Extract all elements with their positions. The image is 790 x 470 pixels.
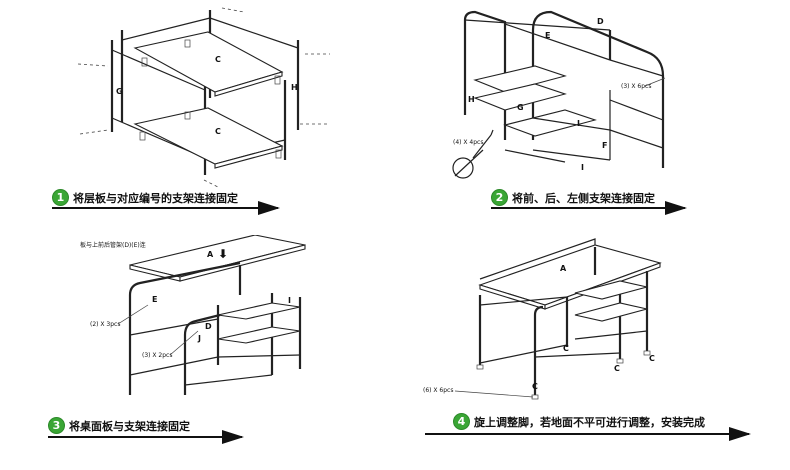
qty-top-note: (3) X 6pcs xyxy=(621,83,652,90)
step-3-panel: ⬇ A E D I J 板与上前后管架(D)(E)连 (2) X 3pcs (3… xyxy=(0,235,395,470)
label-e: E xyxy=(152,295,158,304)
step-3-caption: 3 将桌面板与支架连接固定 xyxy=(48,417,190,434)
step-3-text: 将桌面板与支架连接固定 xyxy=(69,419,190,433)
step-1-drawing xyxy=(77,7,330,189)
label-i-upper: I xyxy=(577,119,580,128)
qty-a-note: (2) X 3pcs xyxy=(90,321,121,328)
label-g: G xyxy=(517,103,524,112)
qty-b-note: (3) X 2pcs xyxy=(142,352,173,359)
label-e: E xyxy=(545,31,551,40)
step-4-caption: 4 旋上调整脚，若地面不平可进行调整，安装完成 xyxy=(453,413,705,430)
label-h: H xyxy=(291,83,298,92)
label-a: A xyxy=(207,250,214,259)
label-h: H xyxy=(468,95,475,104)
label-i-lower: I xyxy=(581,163,584,172)
step-1-badge: 1 xyxy=(52,189,69,206)
step-2-text: 将前、后、左侧支架连接固定 xyxy=(512,191,655,205)
label-d: D xyxy=(597,17,604,26)
step-3-drawing xyxy=(117,235,306,395)
qty-feet-note: (6) X 6pcs xyxy=(423,387,454,394)
label-d: D xyxy=(205,322,212,331)
step-1-arrow xyxy=(52,201,280,215)
label-a: A xyxy=(560,264,567,273)
step-3-badge: 3 xyxy=(48,417,65,434)
qty-screw-note: (4) X 4pcs xyxy=(453,139,484,146)
step-4-drawing xyxy=(454,238,662,400)
label-c-1: C xyxy=(563,344,569,353)
step-3-arrow xyxy=(48,430,244,444)
header-note: 板与上前后管架(D)(E)连 xyxy=(80,242,146,249)
step-4-badge: 4 xyxy=(453,413,470,430)
step-2-arrow xyxy=(491,201,687,215)
step-2-badge: 2 xyxy=(491,189,508,206)
step-4-arrow xyxy=(425,427,751,441)
step-2-panel: D E H F G I I (3) X 6pcs (4) X 4pcs 2 将前… xyxy=(395,0,790,235)
step-2-caption: 2 将前、后、左侧支架连接固定 xyxy=(491,189,655,206)
label-c-2: C xyxy=(532,382,538,391)
label-c-top: C xyxy=(215,55,221,64)
step-1-text: 将层板与对应编号的支架连接固定 xyxy=(73,191,238,205)
label-f: F xyxy=(602,141,608,150)
step-4-panel: A C C C C (6) X 6pcs 4 旋上调整脚，若地面不平可进行调整，… xyxy=(395,235,790,470)
step-4-text: 旋上调整脚，若地面不平可进行调整，安装完成 xyxy=(474,415,705,429)
label-c-bottom: C xyxy=(215,127,221,136)
label-c-3: C xyxy=(614,364,620,373)
down-arrow-icon: ⬇ xyxy=(218,247,229,261)
label-c-4: C xyxy=(649,354,655,363)
label-g: G xyxy=(116,87,123,96)
step-1-panel: C C G H 1 将层板与对应编号的支架连接固定 xyxy=(0,0,395,235)
label-i: I xyxy=(288,296,291,305)
step-1-caption: 1 将层板与对应编号的支架连接固定 xyxy=(52,189,238,206)
label-j: J xyxy=(198,334,201,343)
step-2-drawing xyxy=(452,10,666,179)
